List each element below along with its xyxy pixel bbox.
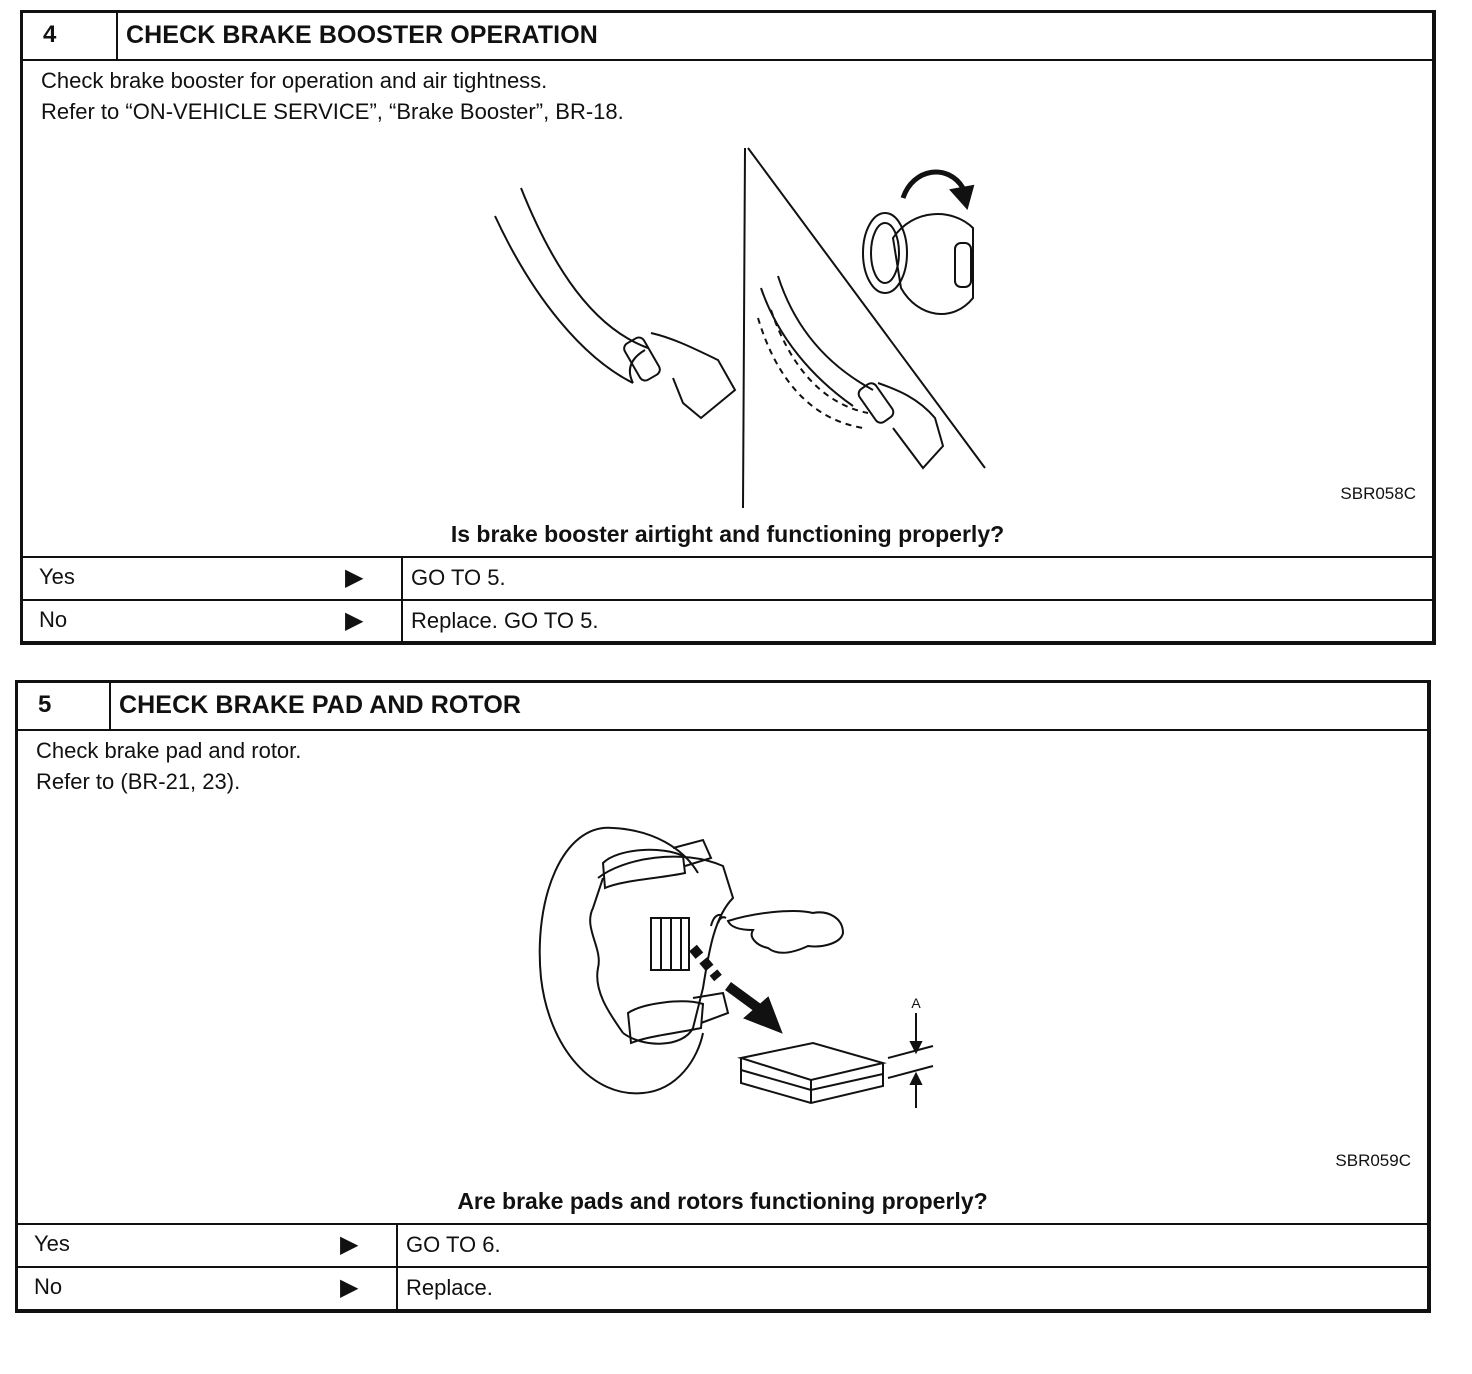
step-5-panel: 5 CHECK BRAKE PAD AND ROTOR Check brake … [15, 680, 1431, 1313]
answer-action: GO TO 6. [406, 1232, 501, 1257]
play-arrow-icon: ▶ [345, 564, 364, 591]
step-question: Are brake pads and rotors functioning pr… [457, 1188, 988, 1214]
column-divider [396, 1225, 398, 1266]
figure-code: SBR059C [1335, 1151, 1411, 1170]
column-divider [401, 558, 403, 599]
column-divider [396, 1268, 398, 1309]
answer-row-yes: Yes ▶ GO TO 6. [18, 1223, 1427, 1266]
brake-pad-rotor-illustration: A [538, 826, 934, 1108]
play-arrow-icon: ▶ [340, 1274, 359, 1301]
brake-booster-illustration [494, 147, 986, 508]
answer-label: Yes [39, 564, 75, 589]
step-number: 4 [23, 13, 118, 59]
answer-table: Yes ▶ GO TO 6. No ▶ Replace. [18, 1223, 1427, 1309]
step-question: Is brake booster airtight and functionin… [450, 521, 1005, 547]
step-header: 5 CHECK BRAKE PAD AND ROTOR [18, 683, 1427, 731]
answer-label: No [34, 1274, 63, 1299]
answer-table: Yes ▶ GO TO 5. No ▶ Replace. GO TO 5. [23, 556, 1432, 642]
answer-row-no: No ▶ Replace. [18, 1266, 1427, 1309]
answer-row-yes: Yes ▶ GO TO 5. [23, 556, 1432, 599]
answer-action: Replace. [406, 1275, 493, 1300]
step-number: 5 [18, 683, 111, 729]
play-arrow-icon: ▶ [340, 1231, 359, 1258]
answer-label: Yes [34, 1231, 70, 1256]
instruction-line: Check brake booster for operation and ai… [41, 68, 548, 93]
step-title: CHECK BRAKE BOOSTER OPERATION [126, 21, 598, 49]
answer-label: No [39, 607, 68, 632]
step-header: 4 CHECK BRAKE BOOSTER OPERATION [23, 13, 1432, 61]
step-instructions: Check brake booster for operation and ai… [41, 65, 624, 127]
instruction-line: Refer to “ON-VEHICLE SERVICE”, “Brake Bo… [41, 99, 624, 124]
dimension-label: A [911, 995, 921, 1011]
answer-row-no: No ▶ Replace. GO TO 5. [23, 599, 1432, 642]
step-4-panel: 4 CHECK BRAKE BOOSTER OPERATION Check br… [20, 10, 1436, 645]
play-arrow-icon: ▶ [345, 607, 364, 634]
step-title: CHECK BRAKE PAD AND ROTOR [119, 691, 522, 719]
instruction-line: Check brake pad and rotor. [36, 738, 302, 763]
step-instructions: Check brake pad and rotor. Refer to (BR-… [36, 735, 301, 797]
instruction-line: Refer to (BR-21, 23). [36, 769, 241, 794]
answer-action: GO TO 5. [411, 565, 506, 590]
column-divider [401, 601, 403, 642]
answer-action: Replace. GO TO 5. [411, 608, 599, 633]
figure-code: SBR058C [1340, 484, 1416, 503]
